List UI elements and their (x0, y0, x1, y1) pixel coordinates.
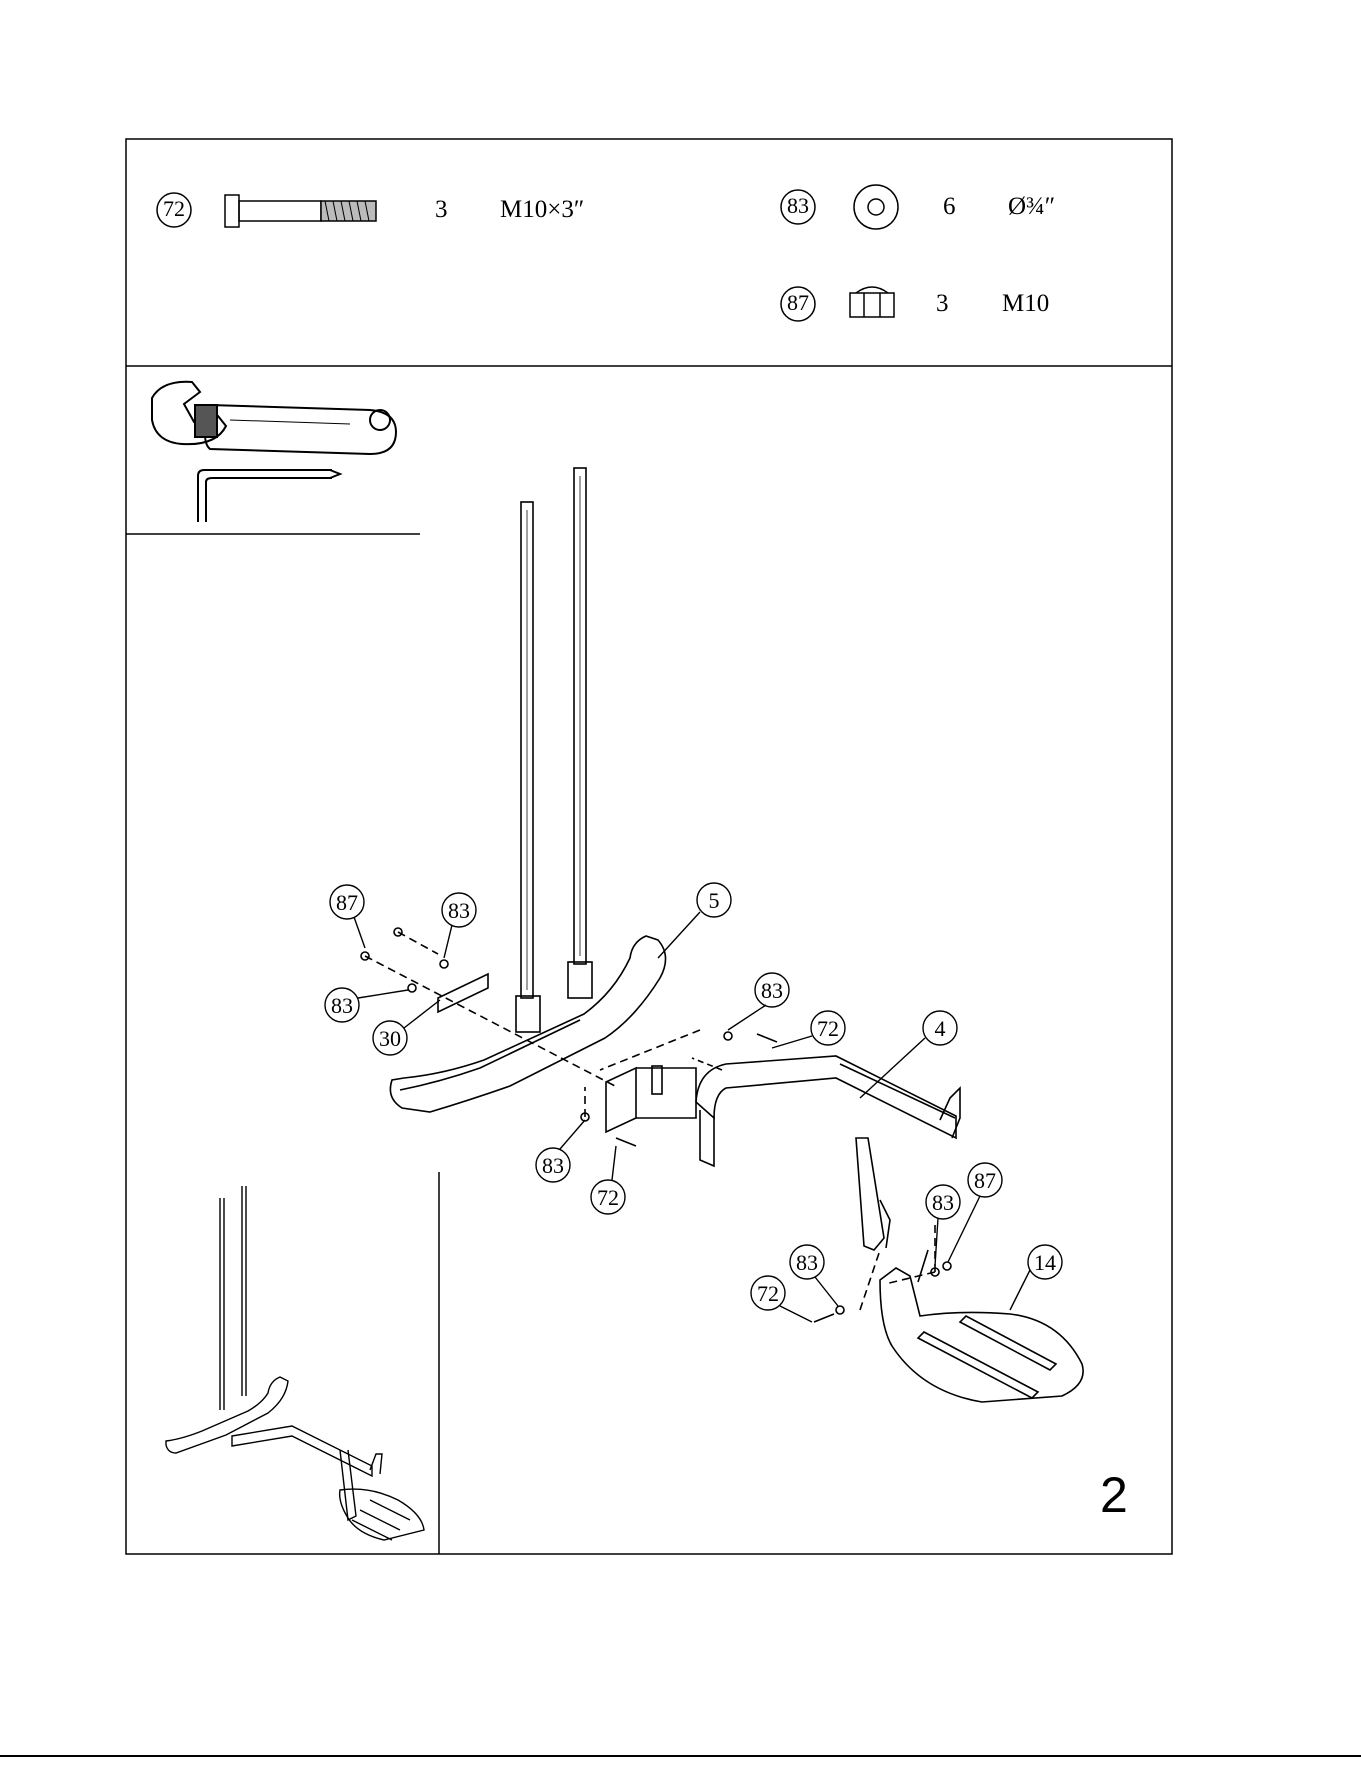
callout-83c: 83 (761, 978, 783, 1003)
callout-4: 4 (935, 1016, 946, 1041)
callout-72a: 72 (817, 1016, 839, 1041)
hw-qty-72: 3 (435, 197, 448, 222)
callout-72c: 72 (757, 1281, 779, 1306)
hw-qty-83: 6 (943, 194, 956, 219)
hw-spec-72: M10×3″ (500, 197, 584, 222)
assembled-thumbnail (166, 1186, 424, 1540)
hw-part-83: 83 (787, 195, 809, 217)
callout-83d: 83 (542, 1153, 564, 1178)
frame-assembly-drawing (361, 468, 1083, 1402)
hw-part-87: 87 (787, 292, 809, 314)
hw-qty-87: 3 (936, 291, 949, 316)
callout-87a: 87 (336, 890, 358, 915)
adjustable-wrench-icon (152, 382, 396, 454)
callout-72b: 72 (597, 1185, 619, 1210)
callout-83b: 83 (331, 993, 353, 1018)
callout-5: 5 (709, 888, 720, 913)
callout-83e: 83 (932, 1190, 954, 1215)
washer-icon (854, 185, 898, 229)
hw-spec-87: M10 (1002, 291, 1049, 316)
callout-83a: 83 (448, 898, 470, 923)
step-number: 2 (1100, 1470, 1128, 1520)
callout-83f: 83 (796, 1250, 818, 1275)
bolt-icon (225, 195, 376, 227)
nut-icon (850, 287, 894, 317)
callout-14: 14 (1034, 1250, 1056, 1275)
callout-87b: 87 (974, 1168, 996, 1193)
allen-key-icon (198, 470, 340, 522)
page-bottom-rule (0, 1755, 1361, 1757)
hw-part-72: 72 (163, 198, 185, 220)
hw-spec-83: Ø¾″ (1008, 194, 1055, 219)
callout-30: 30 (379, 1026, 401, 1051)
